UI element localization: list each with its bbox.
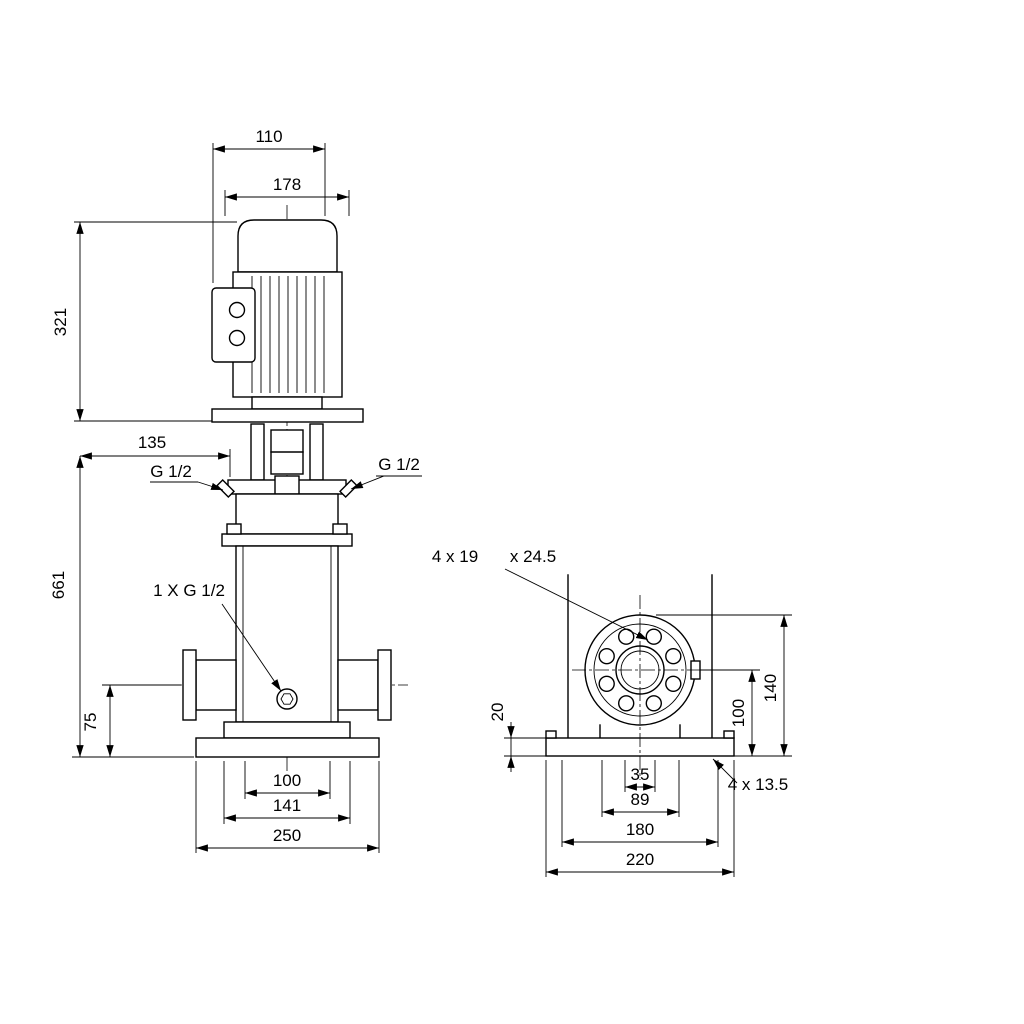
motor-flange (211, 408, 364, 423)
side-dimensions: 4 x 19 x 24.5 20 100 140 4 x 13.5 (432, 547, 792, 877)
dim-135: 135 (80, 433, 231, 477)
dim-35-label: 35 (631, 765, 650, 784)
plate-lip-right (723, 730, 735, 739)
port-flanges (182, 649, 392, 721)
plug-callout-left: G 1/2 (150, 462, 224, 491)
plug-left-label: G 1/2 (150, 462, 192, 481)
dim-140-label: 140 (761, 674, 780, 702)
dim-89-label: 89 (631, 790, 650, 809)
side-centerlines (572, 595, 708, 780)
dim-141: 141 (223, 761, 351, 824)
fan-cover (237, 219, 338, 273)
foot-ring (223, 721, 351, 739)
coupling-guard-right (309, 423, 324, 481)
base-hole-callout: 4 x 13.5 (712, 758, 789, 794)
side-view (545, 574, 735, 780)
dim-100-side-label: 100 (729, 699, 748, 727)
flange-hole-callout: 4 x 19 x 24.5 (432, 547, 649, 641)
bolt-hole (645, 695, 662, 712)
dim-135-label: 135 (138, 433, 166, 452)
flange-counterbore-label: x 24.5 (510, 547, 556, 566)
plate-lip-left (545, 730, 557, 739)
coupling-guard-left (250, 423, 265, 481)
terminal-box (211, 287, 256, 363)
dim-140: 140 (656, 614, 792, 756)
motor-neck (251, 396, 323, 410)
base-holes-label: 4 x 13.5 (728, 775, 789, 794)
dim-100-front: 100 (244, 761, 331, 799)
front-dimensions: 110 178 321 135 661 75 (49, 127, 422, 853)
dim-141-label: 141 (273, 796, 301, 815)
dim-661-label: 661 (49, 571, 68, 599)
pump-base (195, 721, 380, 758)
drain-callout: 1 X G 1/2 (153, 581, 282, 692)
flange-nut-right (332, 523, 348, 535)
drain-label: 1 X G 1/2 (153, 581, 225, 600)
port-flange-right (377, 649, 392, 721)
dim-20: 20 (488, 703, 546, 772)
dim-89: 89 (601, 760, 680, 817)
dim-100-front-label: 100 (273, 771, 301, 790)
vent-plug (274, 475, 300, 495)
bolt-hole (598, 648, 615, 665)
coupling (250, 423, 324, 481)
port-hub-right (337, 659, 379, 711)
dim-220-label: 220 (626, 850, 654, 869)
cable-gland-bottom (228, 329, 246, 347)
bolt-hole (598, 675, 615, 692)
dim-20-label: 20 (488, 703, 507, 722)
dim-75: 75 (81, 684, 181, 757)
dim-100-side: 100 (700, 669, 792, 757)
front-view (168, 205, 408, 772)
cable-gland-top (228, 301, 246, 319)
dim-110: 110 (212, 127, 326, 283)
dim-178: 178 (224, 175, 350, 216)
head-flange (221, 533, 353, 547)
dim-321-label: 321 (51, 308, 70, 336)
dim-321: 321 (51, 221, 237, 422)
dim-661: 661 (49, 456, 194, 758)
pump-head (216, 475, 358, 547)
dim-250: 250 (195, 761, 380, 853)
bolt-hole (665, 648, 682, 665)
port-hub-left (195, 659, 237, 711)
side-column (567, 574, 713, 739)
head-body (235, 493, 339, 535)
plug-callout-right: G 1/2 (350, 455, 422, 490)
port-flange-left (182, 649, 197, 721)
bolt-hole (618, 695, 635, 712)
flange-holes-label: 4 x 19 (432, 547, 478, 566)
plug-right-label: G 1/2 (378, 455, 420, 474)
drain-plug (276, 688, 298, 710)
dim-35: 35 (624, 760, 656, 792)
dim-178-label: 178 (273, 175, 301, 194)
flange-nut-left (226, 523, 242, 535)
dim-250-label: 250 (273, 826, 301, 845)
bolt-hole (645, 628, 662, 645)
dim-180-label: 180 (626, 820, 654, 839)
side-feet (599, 724, 681, 739)
dim-220: 220 (545, 760, 735, 877)
dim-75-label: 75 (81, 713, 100, 732)
bolt-hole (665, 675, 682, 692)
motor-fins (251, 276, 325, 393)
base-plate (195, 737, 380, 758)
dim-180: 180 (561, 760, 719, 847)
motor (211, 219, 364, 423)
dim-110-label: 110 (255, 127, 282, 146)
